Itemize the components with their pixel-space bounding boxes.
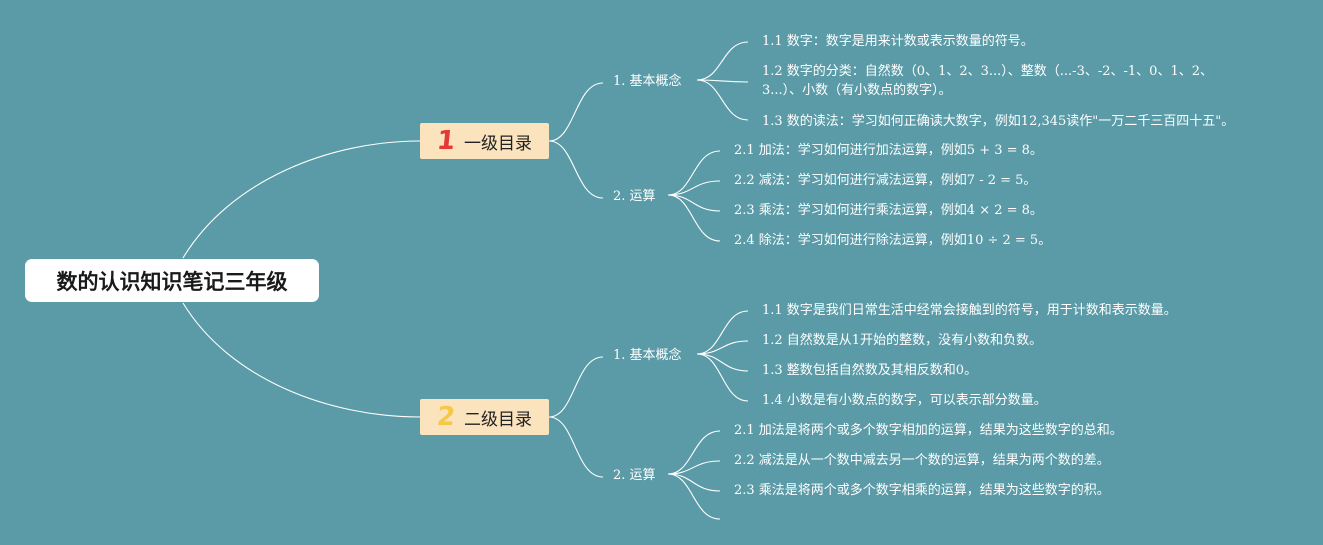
connector-leaf [696, 79, 749, 83]
topic-node-basic-concepts[interactable]: 1. 基本概念 [613, 348, 682, 363]
root-title: 数的认识知识笔记三年级 [56, 269, 288, 294]
number-one-icon: 1 [435, 126, 457, 156]
connector-leaf [667, 150, 721, 196]
leaf-node[interactable]: 2.3 乘法：学习如何进行乘法运算，例如4 × 2 = 8。 [734, 203, 1043, 218]
connector-leaf [696, 41, 749, 81]
leaf-node[interactable]: 1.2 数字的分类：自然数（0、1、2、3...）、整数（...-3、-2、-1… [762, 62, 1213, 100]
leaf-node[interactable]: 1.1 数字是我们日常生活中经常会接触到的符号，用于计数和表示数量。 [762, 303, 1177, 318]
connector-leaf [667, 460, 721, 475]
connector-leaf [667, 194, 721, 212]
leaf-line: 1.2 数字的分类：自然数（0、1、2、3...）、整数（...-3、-2、-1… [762, 64, 1213, 79]
leaf-line: 3...）、小数（有小数点的数字）。 [762, 83, 952, 98]
connector-root-b2 [182, 302, 421, 418]
connector-b2-c1 [548, 356, 604, 418]
connector-b2-c2 [548, 416, 604, 478]
leaf-node[interactable]: 2.4 除法：学习如何进行除法运算，例如10 ÷ 2 = 5。 [734, 233, 1052, 248]
connector-leaf [696, 353, 749, 402]
leaf-node[interactable]: 2.1 加法是将两个或多个数字相加的运算，结果为这些数字的总和。 [734, 423, 1123, 438]
leaf-node[interactable]: 1.1 数字：数字是用来计数或表示数量的符号。 [762, 34, 1034, 49]
branch-node-2[interactable]: 2 二级目录 [420, 399, 549, 435]
leaf-node[interactable]: 1.4 小数是有小数点的数字，可以表示部分数量。 [762, 393, 1047, 408]
leaf-node[interactable]: 2.2 减法：学习如何进行减法运算，例如7 - 2 = 5。 [734, 173, 1037, 188]
connector-leaf [667, 430, 721, 475]
connector-root-b1 [182, 140, 421, 259]
connector-b1-c1 [548, 82, 604, 142]
number-two-icon: 2 [435, 402, 457, 432]
connector-leaf [667, 194, 721, 242]
branch-node-1[interactable]: 1 一级目录 [420, 123, 549, 159]
connector-leaf [667, 473, 721, 520]
connector-leaf [667, 473, 721, 492]
leaf-node[interactable]: 2.2 减法是从一个数中减去另一个数的运算，结果为两个数的差。 [734, 453, 1110, 468]
connector-b1-c2 [548, 140, 604, 199]
branch-label: 一级目录 [464, 133, 533, 154]
topic-node-operations[interactable]: 2. 运算 [613, 189, 656, 204]
leaf-node[interactable]: 2.3 乘法是将两个或多个数字相乘的运算，结果为这些数字的积。 [734, 483, 1110, 498]
connector-leaf [667, 180, 721, 196]
topic-node-basic-concepts[interactable]: 1. 基本概念 [613, 74, 682, 89]
connector-leaf [696, 79, 749, 121]
branch-label: 二级目录 [464, 409, 533, 430]
leaf-node[interactable]: 2.1 加法：学习如何进行加法运算，例如5 + 3 = 8。 [734, 143, 1043, 158]
leaf-node[interactable]: 1.3 整数包括自然数及其相反数和0。 [762, 363, 978, 378]
leaf-node[interactable]: 1.3 数的读法：学习如何正确读大数字，例如12,345读作"一万二千三百四十五… [762, 114, 1235, 129]
connector-leaf [696, 310, 749, 355]
connector-leaf [696, 340, 749, 355]
leaf-node[interactable]: 1.2 自然数是从1开始的整数，没有小数和负数。 [762, 333, 1043, 348]
connector-leaf [696, 353, 749, 372]
root-node[interactable]: 数的认识知识笔记三年级 [25, 259, 319, 302]
topic-node-operations[interactable]: 2. 运算 [613, 468, 656, 483]
